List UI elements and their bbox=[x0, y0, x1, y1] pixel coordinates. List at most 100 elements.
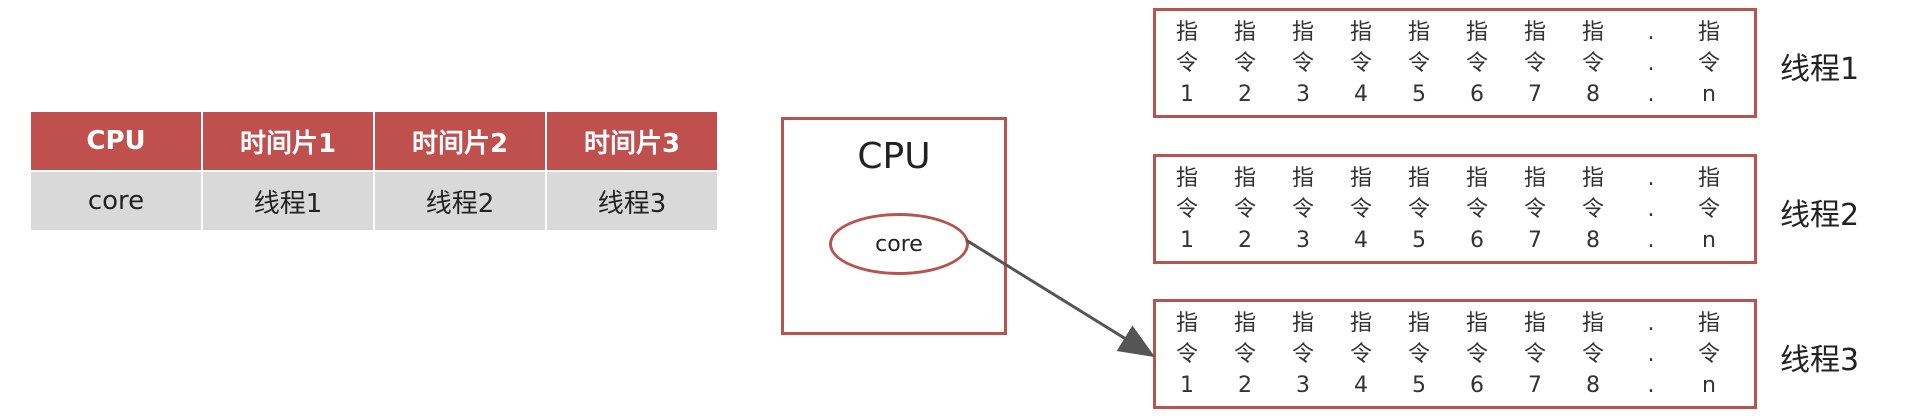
instruction-text: 指 bbox=[1465, 20, 1488, 45]
instruction-text: 令 bbox=[1407, 51, 1430, 76]
instruction-text: 1 bbox=[1180, 82, 1194, 107]
instruction-text: 令 bbox=[1349, 197, 1372, 222]
instruction-text: . bbox=[1647, 166, 1655, 191]
instruction-text: 指 bbox=[1581, 166, 1604, 191]
core-ellipse: core bbox=[829, 213, 969, 275]
instruction-text: 令 bbox=[1291, 197, 1314, 222]
row-cell-thread-3: 线程3 bbox=[547, 172, 717, 230]
instruction-text: 4 bbox=[1354, 228, 1368, 253]
instruction-text: n bbox=[1702, 82, 1716, 107]
time-slice-table: CPU 时间片1 时间片2 时间片3 core 线程1 线程2 线程3 bbox=[29, 110, 719, 232]
instruction-text: 令 bbox=[1581, 197, 1604, 222]
instruction-text: 令 bbox=[1233, 197, 1256, 222]
instruction-text: . bbox=[1647, 311, 1655, 336]
instruction-text: 指 bbox=[1523, 166, 1546, 191]
instruction-cell: 指令 1 bbox=[1170, 17, 1204, 110]
thread-label-1: 线程1 bbox=[1780, 52, 1860, 87]
header-cell-slice-3: 时间片3 bbox=[547, 112, 717, 170]
instruction-text: 6 bbox=[1470, 82, 1484, 107]
instruction-text: 指 bbox=[1349, 166, 1372, 191]
instruction-text: 指 bbox=[1523, 311, 1546, 336]
instruction-text: 2 bbox=[1238, 82, 1252, 107]
instruction-text: . bbox=[1647, 51, 1655, 76]
instruction-text: . bbox=[1647, 373, 1655, 398]
instruction-text: 指 bbox=[1291, 311, 1314, 336]
instruction-text: 令 bbox=[1175, 51, 1198, 76]
instruction-text: 令 bbox=[1407, 197, 1430, 222]
instruction-text: 令 bbox=[1697, 51, 1720, 76]
core-label: core bbox=[875, 231, 923, 257]
instruction-text: 3 bbox=[1296, 373, 1310, 398]
instruction-text: 令 bbox=[1175, 197, 1198, 222]
thread-label-2: 线程2 bbox=[1780, 198, 1860, 233]
instruction-text: . bbox=[1647, 197, 1655, 222]
instruction-text: 7 bbox=[1528, 373, 1542, 398]
instruction-text: 6 bbox=[1470, 228, 1484, 253]
instruction-text: 指 bbox=[1175, 166, 1198, 191]
instruction-cell: 指令 2 bbox=[1228, 308, 1262, 401]
instruction-text: n bbox=[1702, 373, 1716, 398]
instruction-text: 1 bbox=[1180, 373, 1194, 398]
table-row: core 线程1 线程2 线程3 bbox=[31, 172, 717, 230]
instruction-cell: ... bbox=[1634, 163, 1668, 256]
cpu-box: CPU core bbox=[781, 117, 1007, 335]
instruction-text: 指 bbox=[1581, 311, 1604, 336]
instruction-text: 令 bbox=[1465, 342, 1488, 367]
instruction-text: . bbox=[1647, 20, 1655, 45]
instruction-text: 8 bbox=[1586, 373, 1600, 398]
header-cell-slice-2: 时间片2 bbox=[375, 112, 545, 170]
instruction-text: 指 bbox=[1175, 20, 1198, 45]
row-cell-core: core bbox=[31, 172, 201, 230]
row-cell-thread-1: 线程1 bbox=[203, 172, 373, 230]
instruction-cell: 指令 3 bbox=[1286, 17, 1320, 110]
instruction-text: 令 bbox=[1349, 51, 1372, 76]
instruction-text: 2 bbox=[1238, 373, 1252, 398]
instruction-text: 3 bbox=[1296, 228, 1310, 253]
instruction-text: 令 bbox=[1697, 197, 1720, 222]
instruction-text: 令 bbox=[1175, 342, 1198, 367]
instruction-text: n bbox=[1702, 228, 1716, 253]
table-header-row: CPU 时间片1 时间片2 时间片3 bbox=[31, 112, 717, 170]
instruction-text: 令 bbox=[1465, 197, 1488, 222]
instruction-text: 令 bbox=[1233, 342, 1256, 367]
instruction-text: 1 bbox=[1180, 228, 1194, 253]
instruction-text: 指 bbox=[1349, 20, 1372, 45]
instruction-text: 指 bbox=[1349, 311, 1372, 336]
header-cell-slice-1: 时间片1 bbox=[203, 112, 373, 170]
instruction-text: 3 bbox=[1296, 82, 1310, 107]
instruction-text: 指 bbox=[1233, 311, 1256, 336]
instruction-text: 指 bbox=[1407, 166, 1430, 191]
instruction-text: 令 bbox=[1291, 51, 1314, 76]
row-cell-thread-2: 线程2 bbox=[375, 172, 545, 230]
instruction-text: 指 bbox=[1233, 166, 1256, 191]
instruction-text: 指 bbox=[1291, 20, 1314, 45]
instruction-text: 指 bbox=[1465, 166, 1488, 191]
instruction-text: 令 bbox=[1697, 342, 1720, 367]
instruction-cell: 指令 4 bbox=[1344, 163, 1378, 256]
instruction-text: 令 bbox=[1581, 342, 1604, 367]
thread-label-3: 线程3 bbox=[1780, 343, 1860, 378]
instruction-text: 7 bbox=[1528, 82, 1542, 107]
instruction-text: . bbox=[1647, 82, 1655, 107]
instruction-cell: 指令 6 bbox=[1460, 163, 1494, 256]
